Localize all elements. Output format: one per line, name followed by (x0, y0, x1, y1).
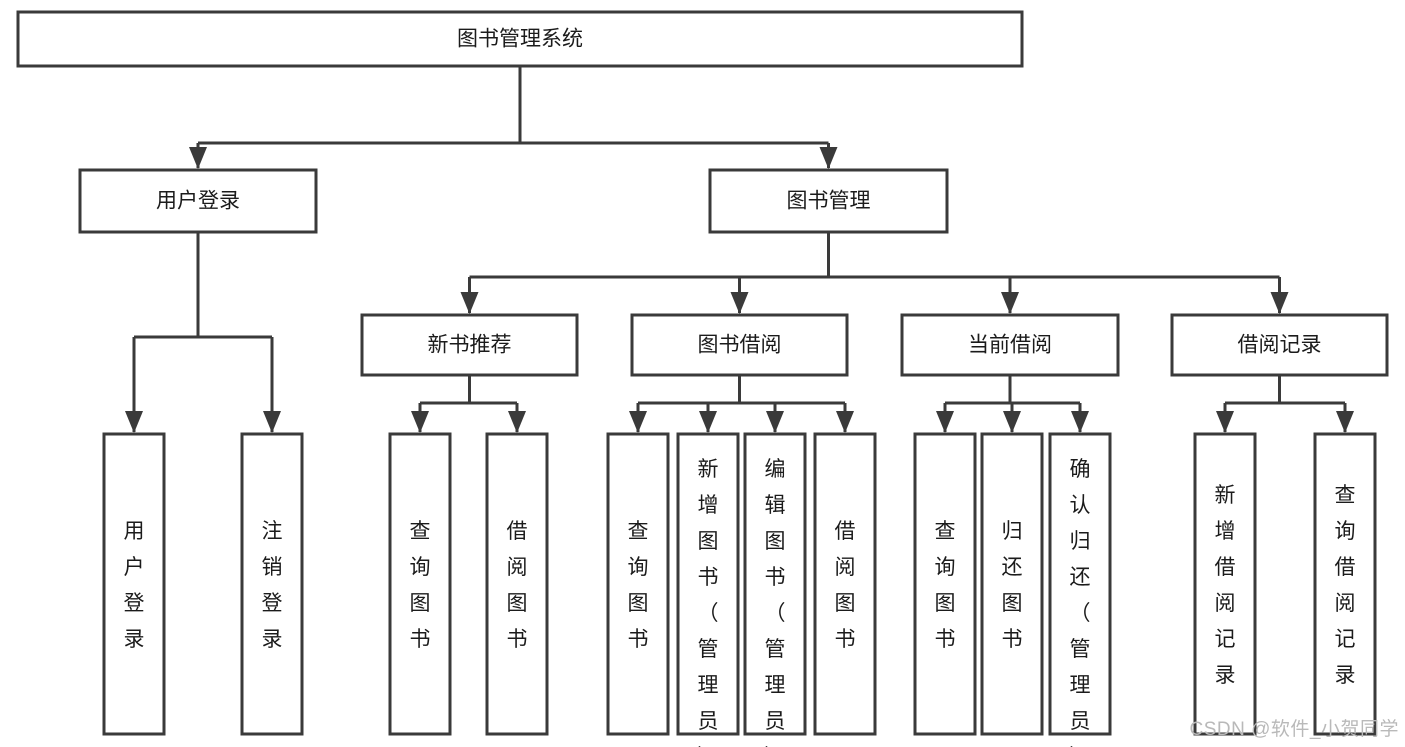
node-level2-1[interactable]: 用户登录 (78, 168, 318, 234)
node-box (630, 313, 849, 377)
node-label: 归还图书 (1002, 520, 1023, 651)
node-box (676, 432, 740, 736)
node-box (16, 10, 1024, 68)
edges-layer (125, 66, 1354, 433)
node-box (980, 432, 1044, 736)
node-label: 借阅记录 (1238, 334, 1322, 357)
node-box (1048, 432, 1112, 736)
node-label: 图书管理 (787, 190, 871, 213)
node-box (743, 432, 807, 736)
node-leaf-19[interactable]: 查询借阅记录 (1313, 432, 1377, 736)
node-level3-3[interactable]: 新书推荐 (360, 313, 579, 377)
node-box (1170, 313, 1389, 377)
node-box (240, 432, 304, 736)
node-label: 图书管理系统 (457, 28, 583, 51)
node-level3-5[interactable]: 当前借阅 (900, 313, 1120, 377)
node-label: 借阅图书 (507, 520, 528, 651)
node-label: 注销登录 (262, 520, 283, 651)
node-level3-6[interactable]: 借阅记录 (1170, 313, 1389, 377)
node-box (1193, 432, 1257, 736)
node-leaf-9[interactable]: 查询图书 (388, 432, 452, 736)
node-leaf-10[interactable]: 借阅图书 (485, 432, 549, 736)
node-leaf-8[interactable]: 注销登录 (240, 432, 304, 736)
node-box (388, 432, 452, 736)
node-leaf-15[interactable]: 查询图书 (913, 432, 977, 736)
node-leaf-16[interactable]: 归还图书 (980, 432, 1044, 736)
node-label: 查询图书 (935, 520, 956, 651)
node-label: 借阅图书 (835, 520, 856, 651)
node-box (813, 432, 877, 736)
node-level2-2[interactable]: 图书管理 (708, 168, 949, 234)
node-leaf-12[interactable]: 新增图书（管理员） (676, 432, 740, 747)
node-leaf-7[interactable]: 用户登录 (102, 432, 166, 736)
node-label: 用户登录 (124, 520, 145, 651)
node-box (708, 168, 949, 234)
node-box (1313, 432, 1377, 736)
node-box (102, 432, 166, 736)
node-label: 查询图书 (628, 520, 649, 651)
node-label: 查询借阅记录 (1335, 484, 1356, 687)
node-label: 用户登录 (156, 190, 240, 213)
node-box (913, 432, 977, 736)
node-leaf-13[interactable]: 编辑图书（管理员） (743, 432, 807, 747)
node-box (485, 432, 549, 736)
node-box (360, 313, 579, 377)
node-leaf-14[interactable]: 借阅图书 (813, 432, 877, 736)
node-label: 新书推荐 (428, 334, 512, 357)
node-leaf-17[interactable]: 确认归还（管理员） (1048, 432, 1112, 747)
node-label: 查询图书 (410, 520, 431, 651)
node-leaf-18[interactable]: 新增借阅记录 (1193, 432, 1257, 736)
node-box (78, 168, 318, 234)
node-box (900, 313, 1120, 377)
node-label: 确认归还（管理员） (1070, 458, 1091, 747)
node-label: 新增借阅记录 (1215, 484, 1236, 687)
node-label: 当前借阅 (968, 334, 1052, 357)
node-leaf-11[interactable]: 查询图书 (606, 432, 670, 736)
node-level3-4[interactable]: 图书借阅 (630, 313, 849, 377)
node-label: 图书借阅 (698, 334, 782, 357)
node-box (606, 432, 670, 736)
node-label: 新增图书（管理员） (698, 458, 719, 747)
nodes-layer: 图书管理系统用户登录图书管理新书推荐图书借阅当前借阅借阅记录用户登录注销登录查询… (16, 10, 1389, 747)
node-root-0[interactable]: 图书管理系统 (16, 10, 1024, 68)
